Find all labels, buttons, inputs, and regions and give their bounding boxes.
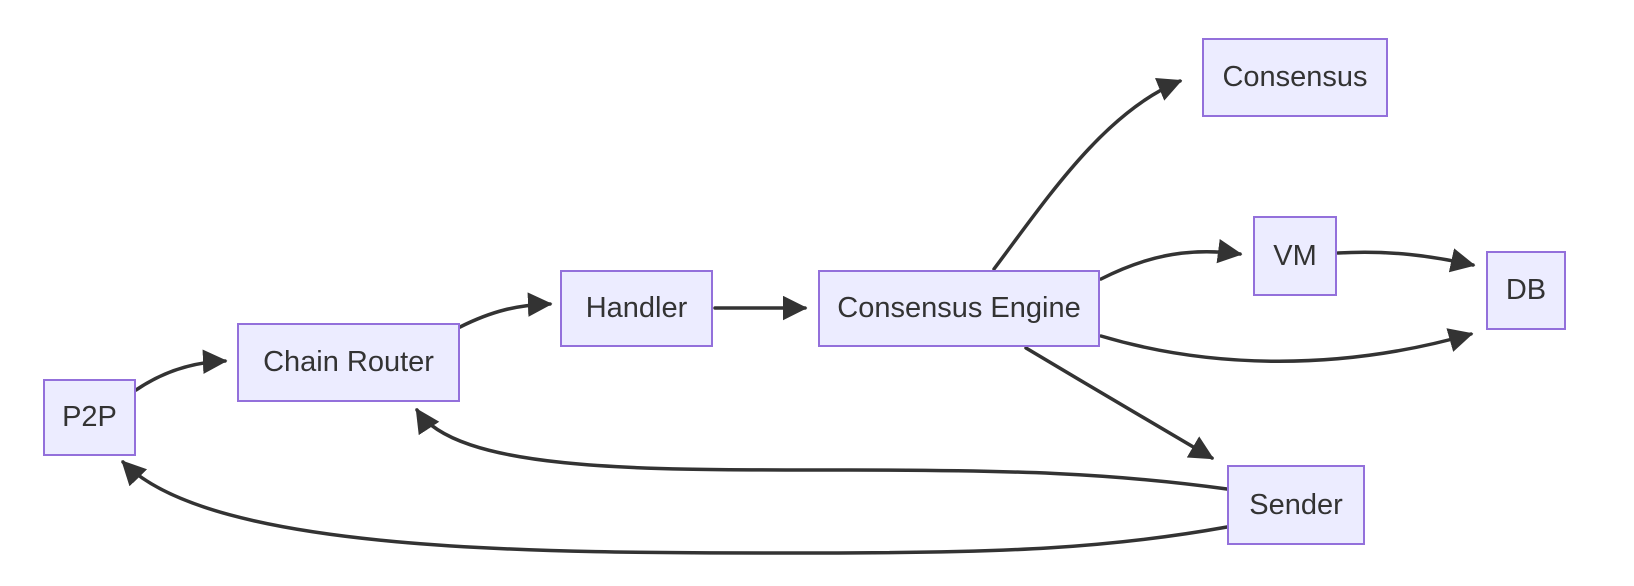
edge-consensus-engine-to-consensus xyxy=(992,78,1183,271)
node-chain-router: Chain Router xyxy=(237,323,460,402)
node-vm: VM xyxy=(1253,216,1337,296)
node-p2p: P2P xyxy=(43,379,136,456)
node-consensus: Consensus xyxy=(1202,38,1388,117)
node-sender: Sender xyxy=(1227,465,1365,545)
node-handler-label: Handler xyxy=(585,292,688,324)
node-p2p-label: P2P xyxy=(62,401,117,433)
edge-consensus-engine-to-vm xyxy=(1099,239,1243,281)
edge-chain-router-to-handler xyxy=(458,292,553,329)
edge-sender-to-chain-router xyxy=(415,407,1229,491)
node-db: DB xyxy=(1486,251,1566,330)
node-consensus-engine: Consensus Engine xyxy=(818,270,1100,347)
edge-consensus-engine-to-db xyxy=(1099,328,1474,363)
edge-vm-to-db xyxy=(1336,248,1476,273)
node-vm-label: VM xyxy=(1273,239,1317,272)
node-chain-router-label: Chain Router xyxy=(263,346,434,378)
node-sender-label: Sender xyxy=(1249,488,1343,521)
node-consensus-engine-label: Consensus Engine xyxy=(837,292,1081,324)
node-handler: Handler xyxy=(560,270,713,347)
edge-consensus-engine-to-sender xyxy=(1024,346,1215,460)
node-consensus-label: Consensus xyxy=(1222,61,1368,93)
node-db-label: DB xyxy=(1505,274,1547,306)
edge-p2p-to-chain-router xyxy=(134,349,228,392)
edge-sender-to-p2p xyxy=(121,460,1229,555)
